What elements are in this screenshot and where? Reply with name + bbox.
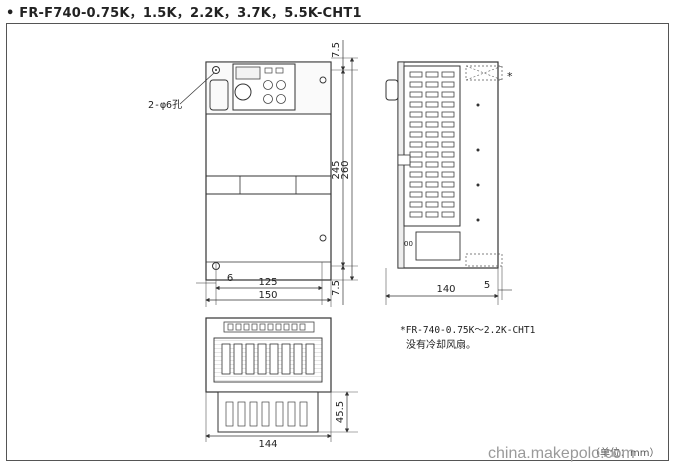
watermark: china.makepolo.com	[488, 445, 635, 462]
bottom-view	[205, 317, 358, 442]
dim-inner-height: 245	[331, 160, 342, 179]
dim-bottom-offset: 7.5	[331, 280, 342, 296]
fan-outline	[465, 65, 503, 81]
drawing-frame	[6, 23, 669, 461]
front-view	[179, 40, 358, 307]
note-text: 没有冷却风扇。	[406, 338, 476, 351]
dim-bottom-height: 45.5	[335, 401, 346, 423]
dim-hole-spacing: 125	[258, 277, 277, 288]
note-model: *FR-740-0.75K～2.2K-CHT1	[400, 325, 536, 336]
terminal-block	[213, 337, 323, 383]
dim-edge-offset: 6	[227, 273, 233, 284]
dim-bottom-width: 144	[258, 439, 277, 450]
dim-total-height: 260	[340, 160, 351, 179]
side-view: 00	[385, 61, 512, 305]
unit-note: （单位：mm）	[590, 448, 660, 459]
dim-protrusion: 5	[484, 280, 490, 291]
dim-top-offset: 7.5	[331, 42, 342, 58]
hole-label: 2-φ6孔	[148, 99, 182, 111]
setting-dial	[234, 83, 252, 101]
svg-text:00: 00	[404, 240, 413, 248]
fan-marker: *	[507, 70, 513, 83]
dim-total-width: 150	[258, 290, 277, 301]
panel-display	[235, 66, 261, 80]
drawing-title: • FR-F740-0.75K，1.5K，2.2K，3.7K，5.5K-CHT1	[6, 6, 362, 21]
side-knob	[385, 79, 399, 101]
dim-depth: 140	[436, 284, 455, 295]
